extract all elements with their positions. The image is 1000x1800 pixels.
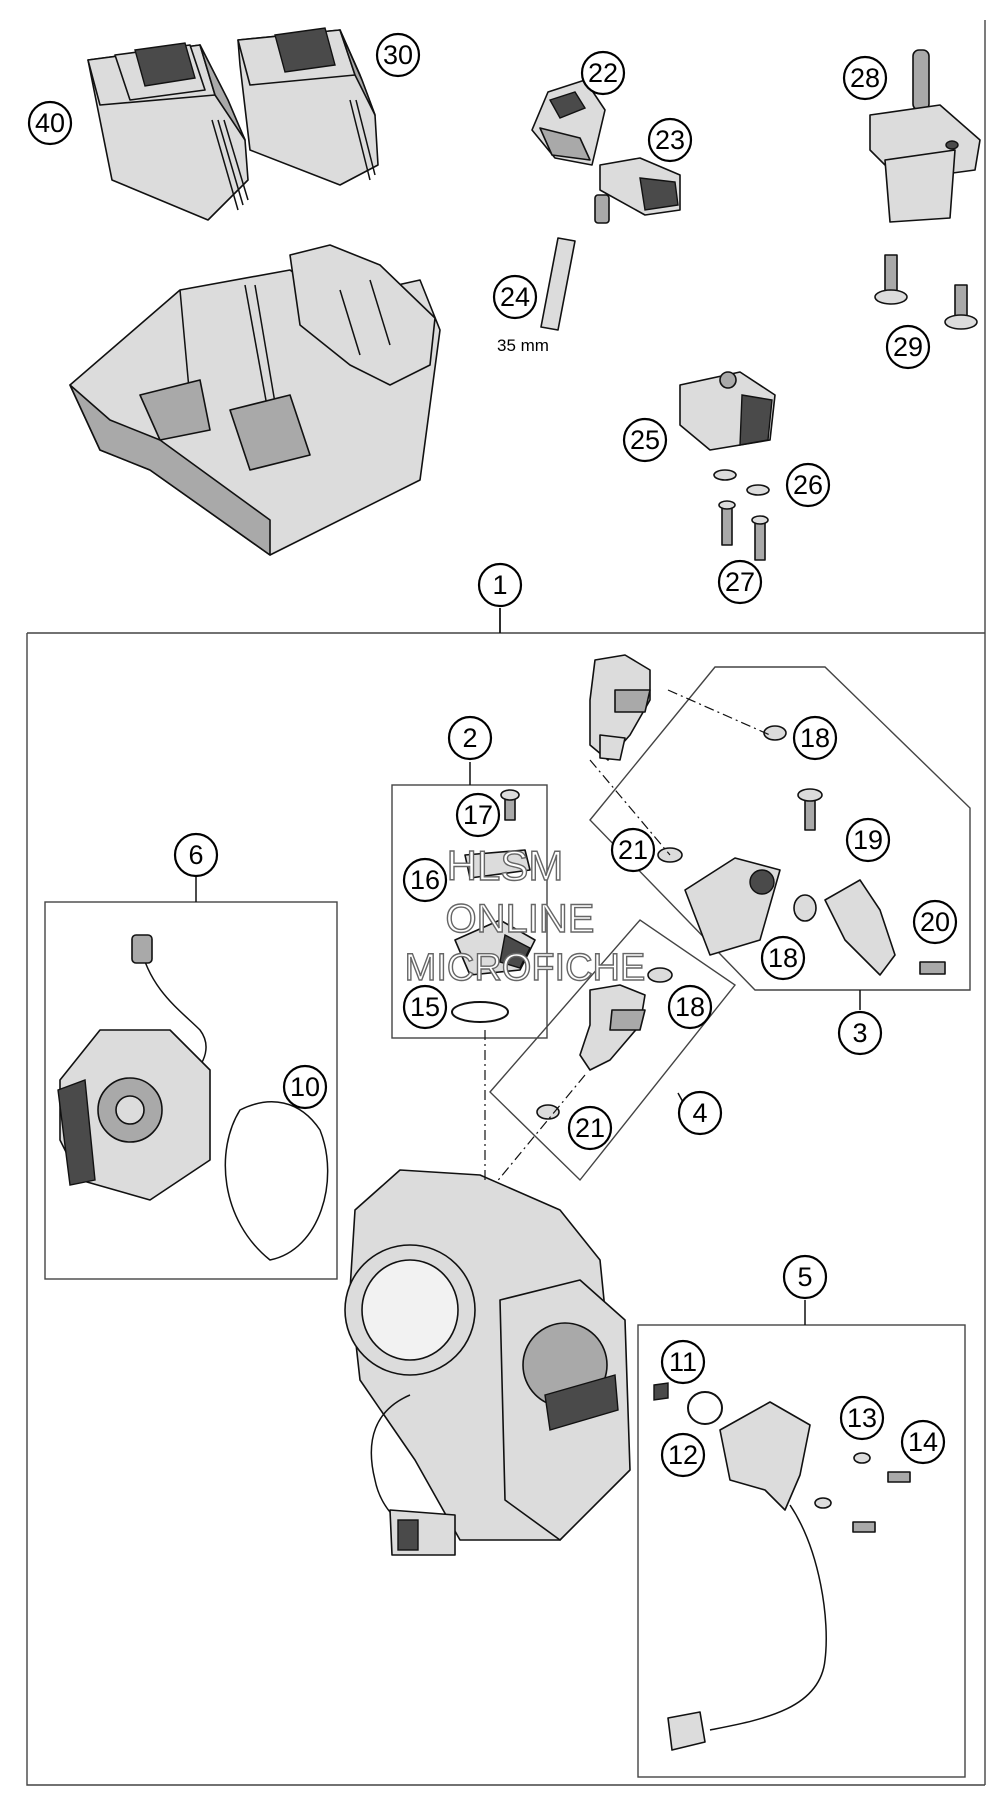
callout-4: 4 (677, 1090, 723, 1136)
watermark-line-2: ONLINE (446, 897, 595, 941)
svg-text:23: 23 (655, 125, 685, 155)
callout-21-box3: 21 (610, 827, 656, 873)
svg-text:1: 1 (492, 570, 507, 600)
svg-text:18: 18 (675, 992, 705, 1022)
svg-text:17: 17 (463, 800, 493, 830)
callout-21-box4: 21 (567, 1105, 613, 1151)
svg-text:21: 21 (575, 1113, 605, 1143)
callout-11: 11 (660, 1339, 706, 1385)
screws-27 (718, 500, 769, 561)
svg-text:24: 24 (500, 282, 530, 312)
callout-23: 23 (647, 117, 693, 163)
group-box-5 (637, 1300, 966, 1778)
svg-text:12: 12 (668, 1440, 698, 1470)
hose-24 (540, 237, 576, 331)
callout-1: 1 (477, 562, 523, 608)
svg-text:11: 11 (669, 1347, 697, 1377)
svg-text:22: 22 (588, 58, 618, 88)
svg-text:28: 28 (850, 63, 880, 93)
callout-5: 5 (782, 1254, 828, 1300)
svg-text:40: 40 (35, 108, 65, 138)
callout-15: 15 (402, 984, 448, 1030)
watermark-line-1: HLSM (447, 842, 564, 889)
callout-18-mid: 18 (760, 935, 806, 981)
svg-text:30: 30 (383, 40, 413, 70)
svg-text:6: 6 (188, 840, 203, 870)
ecu-tray (69, 244, 441, 556)
callout-24: 24 (492, 274, 538, 320)
callout-28: 28 (842, 55, 888, 101)
svg-text:26: 26 (793, 470, 823, 500)
throttle-body-1 (344, 1169, 631, 1556)
svg-text:3: 3 (852, 1018, 867, 1048)
callout-20: 20 (912, 899, 958, 945)
relay-25 (679, 371, 776, 451)
screws-29 (874, 254, 978, 330)
callout-17: 17 (455, 792, 501, 838)
callout-10: 10 (282, 1064, 328, 1110)
callout-6: 6 (173, 832, 219, 878)
callout-22: 22 (580, 50, 626, 96)
injector-top (589, 654, 651, 761)
svg-text:10: 10 (290, 1072, 320, 1102)
ecu-unit-30 (237, 27, 379, 186)
callout-19: 19 (845, 817, 891, 863)
callout-16: 16 (402, 857, 448, 903)
svg-text:19: 19 (853, 825, 883, 855)
svg-text:20: 20 (920, 907, 950, 937)
svg-text:25: 25 (630, 425, 660, 455)
svg-text:13: 13 (847, 1403, 877, 1433)
svg-text:2: 2 (462, 723, 477, 753)
svg-text:18: 18 (768, 943, 798, 973)
group-box-4 (489, 919, 737, 1182)
group-box-2 (391, 762, 548, 1039)
svg-text:18: 18 (800, 723, 830, 753)
callout-30: 30 (375, 32, 421, 78)
sensor-23 (594, 157, 681, 224)
callout-27: 27 (717, 559, 763, 605)
washers-26 (713, 469, 770, 496)
svg-text:27: 27 (725, 567, 755, 597)
dimension-label: 35 mm (497, 336, 549, 355)
callout-18-box4: 18 (667, 984, 713, 1030)
callout-13: 13 (839, 1395, 885, 1441)
outer-frame (26, 20, 986, 1786)
callout-18-top: 18 (792, 715, 838, 761)
svg-text:21: 21 (618, 835, 648, 865)
callout-29: 29 (885, 324, 931, 370)
sensor-28 (869, 49, 981, 223)
svg-text:5: 5 (797, 1262, 812, 1292)
watermark-line-3: MICROFICHE (405, 947, 646, 989)
svg-text:14: 14 (908, 1427, 938, 1457)
callout-12: 12 (660, 1432, 706, 1478)
svg-text:4: 4 (692, 1098, 707, 1128)
callout-3: 3 (837, 1010, 883, 1056)
svg-text:15: 15 (410, 992, 440, 1022)
callout-25: 25 (622, 417, 668, 463)
group-box-3 (589, 666, 971, 1010)
callout-26: 26 (785, 462, 831, 508)
group-box-6 (44, 877, 338, 1280)
callout-40: 40 (27, 100, 73, 146)
ecu-unit-40 (87, 42, 249, 221)
svg-text:29: 29 (893, 332, 923, 362)
svg-text:16: 16 (410, 865, 440, 895)
watermark: HLSM ONLINE MICROFICHE (404, 841, 646, 989)
callout-2: 2 (447, 715, 493, 761)
callout-14: 14 (900, 1419, 946, 1465)
